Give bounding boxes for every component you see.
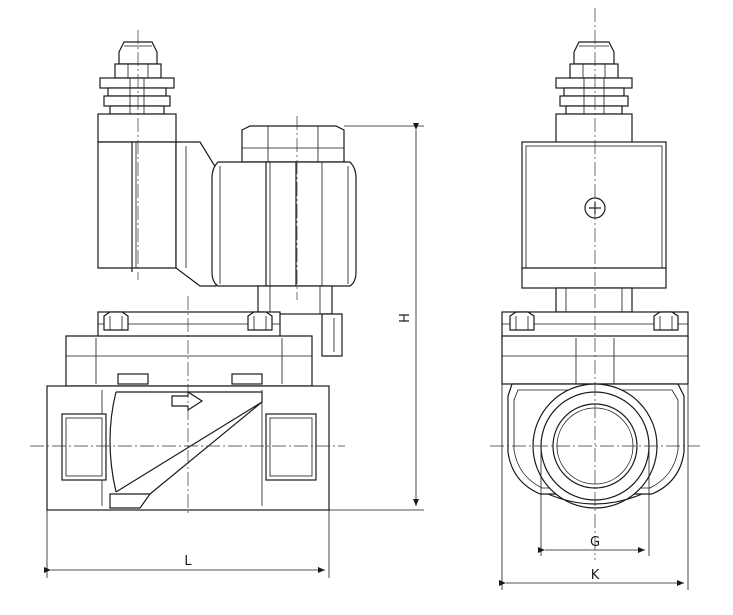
dimension-lines — [44, 123, 689, 590]
side-view — [490, 8, 700, 560]
front-armature-tube — [257, 285, 343, 357]
dimension-label-h: H — [398, 313, 413, 323]
front-cable-gland — [99, 41, 175, 115]
front-coil — [211, 125, 357, 287]
dimension-label-l: L — [184, 554, 192, 569]
side-cable-gland — [555, 41, 633, 145]
front-connector-box — [97, 113, 217, 287]
front-bonnet — [65, 311, 313, 387]
side-armature-tube — [555, 287, 633, 313]
dimension-label-k: K — [591, 568, 600, 583]
front-view — [30, 30, 357, 514]
dimension-label-g: G — [590, 535, 600, 550]
front-valve-body — [46, 385, 330, 511]
side-connector-box — [521, 141, 667, 289]
